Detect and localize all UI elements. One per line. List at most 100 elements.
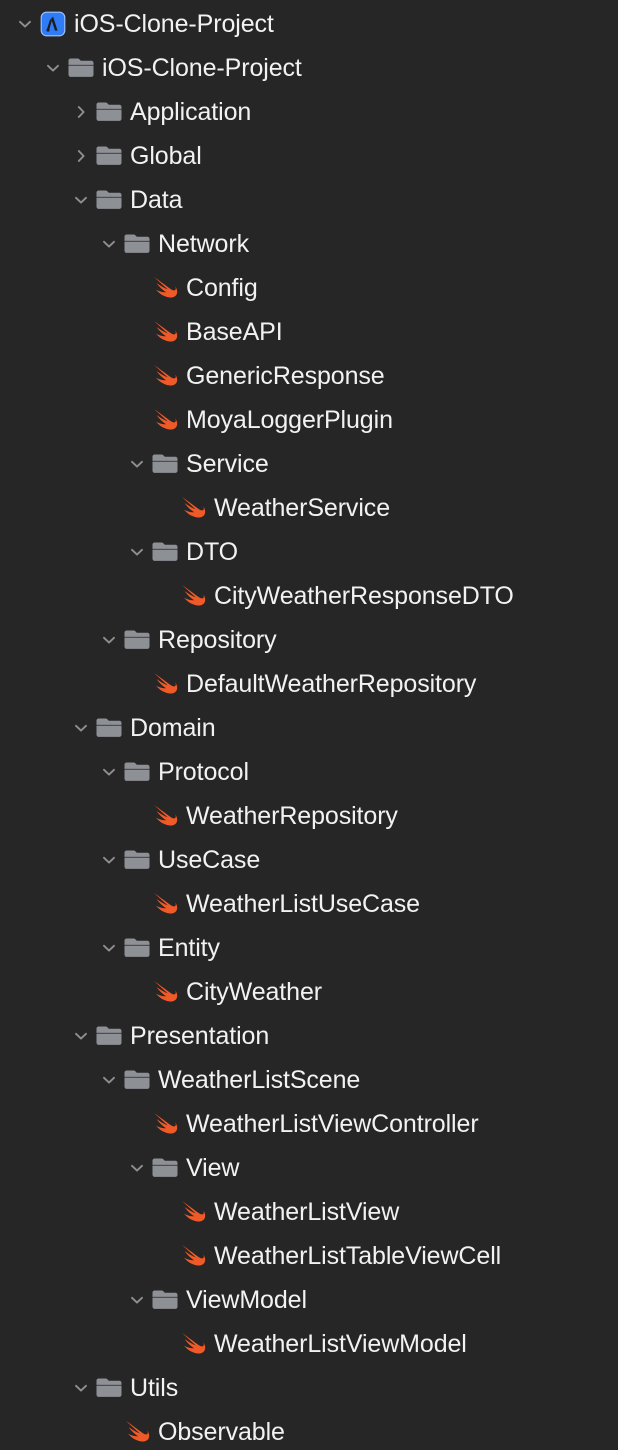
tree-row[interactable]: Network — [0, 222, 618, 266]
tree-row-label: Observable — [158, 1418, 285, 1446]
chevron-down-icon[interactable] — [96, 231, 122, 257]
tree-row[interactable]: iOS-Clone-Project — [0, 2, 618, 46]
chevron-down-icon[interactable] — [96, 935, 122, 961]
swift-file-icon — [178, 493, 208, 523]
chevron-down-icon[interactable] — [124, 539, 150, 565]
tree-row-label: iOS-Clone-Project — [102, 54, 302, 82]
swift-file-icon — [150, 977, 180, 1007]
tree-row[interactable]: WeatherListUseCase — [0, 882, 618, 926]
swift-file-icon — [150, 1109, 180, 1139]
tree-row-label: Presentation — [130, 1022, 270, 1050]
chevron-right-icon[interactable] — [68, 143, 94, 169]
folder-icon — [122, 845, 152, 875]
folder-icon — [94, 713, 124, 743]
tree-row[interactable]: WeatherListViewModel — [0, 1322, 618, 1366]
tree-row[interactable]: Entity — [0, 926, 618, 970]
tree-row-label: iOS-Clone-Project — [74, 10, 274, 38]
tree-row[interactable]: WeatherListTableViewCell — [0, 1234, 618, 1278]
chevron-down-icon[interactable] — [124, 1155, 150, 1181]
tree-row[interactable]: Domain — [0, 706, 618, 750]
tree-row[interactable]: DTO — [0, 530, 618, 574]
chevron-down-icon[interactable] — [68, 1375, 94, 1401]
tree-row[interactable]: BaseAPI — [0, 310, 618, 354]
tree-row-label: WeatherListTableViewCell — [214, 1242, 502, 1270]
tree-row[interactable]: Global — [0, 134, 618, 178]
tree-row[interactable]: CityWeatherResponseDTO — [0, 574, 618, 618]
tree-row-label: BaseAPI — [186, 318, 283, 346]
tree-row[interactable]: Protocol — [0, 750, 618, 794]
tree-row[interactable]: Application — [0, 90, 618, 134]
tree-row[interactable]: Service — [0, 442, 618, 486]
chevron-down-icon[interactable] — [96, 627, 122, 653]
folder-icon — [150, 1285, 180, 1315]
folder-icon — [94, 1021, 124, 1051]
tree-row-label: DTO — [186, 538, 239, 566]
tree-row[interactable]: Data — [0, 178, 618, 222]
chevron-right-icon[interactable] — [68, 99, 94, 125]
tree-row-label: WeatherListUseCase — [186, 890, 420, 918]
tree-row-label: WeatherService — [214, 494, 390, 522]
tree-row[interactable]: View — [0, 1146, 618, 1190]
folder-icon — [150, 1153, 180, 1183]
tree-row-label: Global — [130, 142, 202, 170]
tree-row-label: Protocol — [158, 758, 249, 786]
tree-row[interactable]: iOS-Clone-Project — [0, 46, 618, 90]
folder-icon — [122, 757, 152, 787]
swift-file-icon — [150, 361, 180, 391]
chevron-down-icon[interactable] — [68, 187, 94, 213]
chevron-down-icon[interactable] — [124, 1287, 150, 1313]
folder-icon — [122, 1065, 152, 1095]
tree-row-label: WeatherListScene — [158, 1066, 361, 1094]
chevron-down-icon[interactable] — [96, 847, 122, 873]
swift-file-icon — [150, 405, 180, 435]
tree-row[interactable]: GenericResponse — [0, 354, 618, 398]
tree-row[interactable]: UseCase — [0, 838, 618, 882]
chevron-down-icon[interactable] — [12, 11, 38, 37]
chevron-down-icon[interactable] — [68, 1023, 94, 1049]
swift-file-icon — [178, 1197, 208, 1227]
tree-row[interactable]: WeatherListScene — [0, 1058, 618, 1102]
tree-row[interactable]: ViewModel — [0, 1278, 618, 1322]
tree-row-label: View — [186, 1154, 240, 1182]
tree-row[interactable]: Presentation — [0, 1014, 618, 1058]
tree-row-label: DefaultWeatherRepository — [186, 670, 477, 698]
tree-row[interactable]: WeatherRepository — [0, 794, 618, 838]
tree-row-label: WeatherListViewModel — [214, 1330, 467, 1358]
tree-row[interactable]: MoyaLoggerPlugin — [0, 398, 618, 442]
tree-row-label: Data — [130, 186, 183, 214]
tree-row-label: WeatherListViewController — [186, 1110, 479, 1138]
tree-row[interactable]: CityWeather — [0, 970, 618, 1014]
tree-row[interactable]: WeatherService — [0, 486, 618, 530]
folder-icon — [66, 53, 96, 83]
tree-row-label: Service — [186, 450, 269, 478]
tree-row[interactable]: WeatherListView — [0, 1190, 618, 1234]
tree-row-label: Entity — [158, 934, 220, 962]
tree-row-label: CityWeatherResponseDTO — [214, 582, 514, 610]
tree-row[interactable]: Utils — [0, 1366, 618, 1410]
swift-file-icon — [150, 273, 180, 303]
tree-row[interactable]: DefaultWeatherRepository — [0, 662, 618, 706]
folder-icon — [122, 229, 152, 259]
tree-row-label: MoyaLoggerPlugin — [186, 406, 393, 434]
tree-row[interactable]: Config — [0, 266, 618, 310]
folder-icon — [94, 141, 124, 171]
swift-file-icon — [150, 801, 180, 831]
tree-row[interactable]: Observable — [0, 1410, 618, 1450]
chevron-down-icon[interactable] — [68, 715, 94, 741]
chevron-down-icon[interactable] — [124, 451, 150, 477]
tree-row-label: GenericResponse — [186, 362, 385, 390]
tree-row[interactable]: WeatherListViewController — [0, 1102, 618, 1146]
folder-icon — [94, 1373, 124, 1403]
folder-icon — [150, 537, 180, 567]
tree-row-label: WeatherRepository — [186, 802, 398, 830]
folder-icon — [122, 933, 152, 963]
tree-row-label: Network — [158, 230, 249, 258]
chevron-down-icon[interactable] — [96, 1067, 122, 1093]
chevron-down-icon[interactable] — [40, 55, 66, 81]
swift-file-icon — [150, 889, 180, 919]
tree-row[interactable]: Repository — [0, 618, 618, 662]
folder-icon — [122, 625, 152, 655]
tree-row-label: Repository — [158, 626, 277, 654]
chevron-down-icon[interactable] — [96, 759, 122, 785]
